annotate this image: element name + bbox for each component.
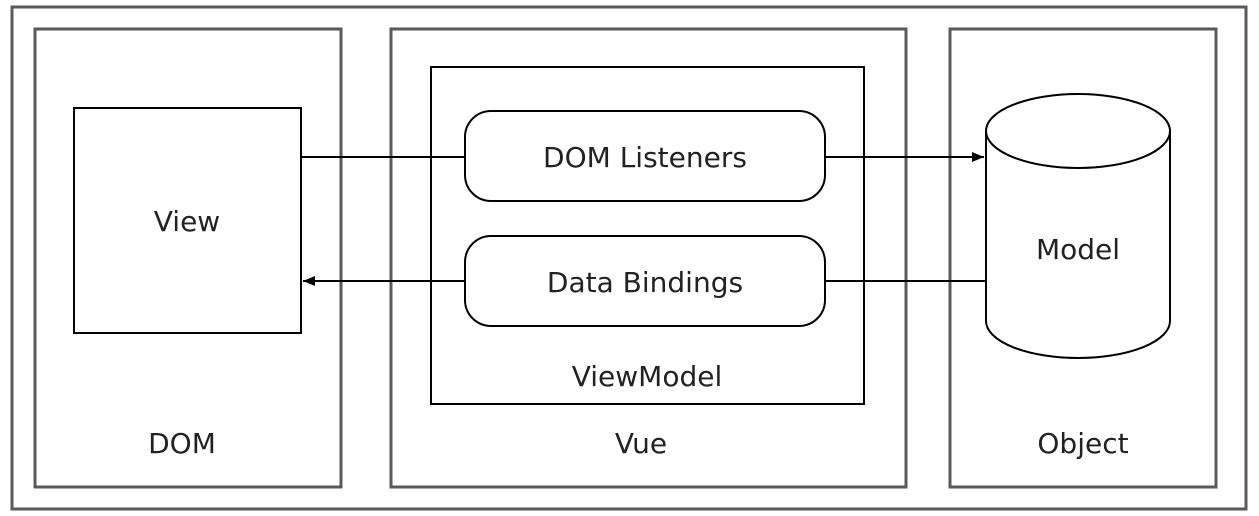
data-bindings-label: Data Bindings xyxy=(547,266,743,299)
dom-label: DOM xyxy=(148,427,216,460)
object-section: Model Object xyxy=(948,27,1218,489)
view-box xyxy=(73,107,302,334)
dom-listeners-label: DOM Listeners xyxy=(543,141,747,174)
vue-panel xyxy=(389,27,908,489)
vue-section: DOM Listeners Data Bindings ViewModel Vu… xyxy=(389,27,908,489)
viewmodel-label: ViewModel xyxy=(572,360,723,393)
vue-label: Vue xyxy=(615,427,667,460)
outer-frame xyxy=(10,5,1248,511)
dom-section: View DOM xyxy=(33,27,343,489)
dom-panel xyxy=(33,27,343,489)
view-label: View xyxy=(154,205,220,238)
model-cylinder xyxy=(985,93,1171,359)
model-label: Model xyxy=(1036,233,1120,266)
object-panel xyxy=(948,27,1218,489)
object-label: Object xyxy=(1037,427,1128,460)
